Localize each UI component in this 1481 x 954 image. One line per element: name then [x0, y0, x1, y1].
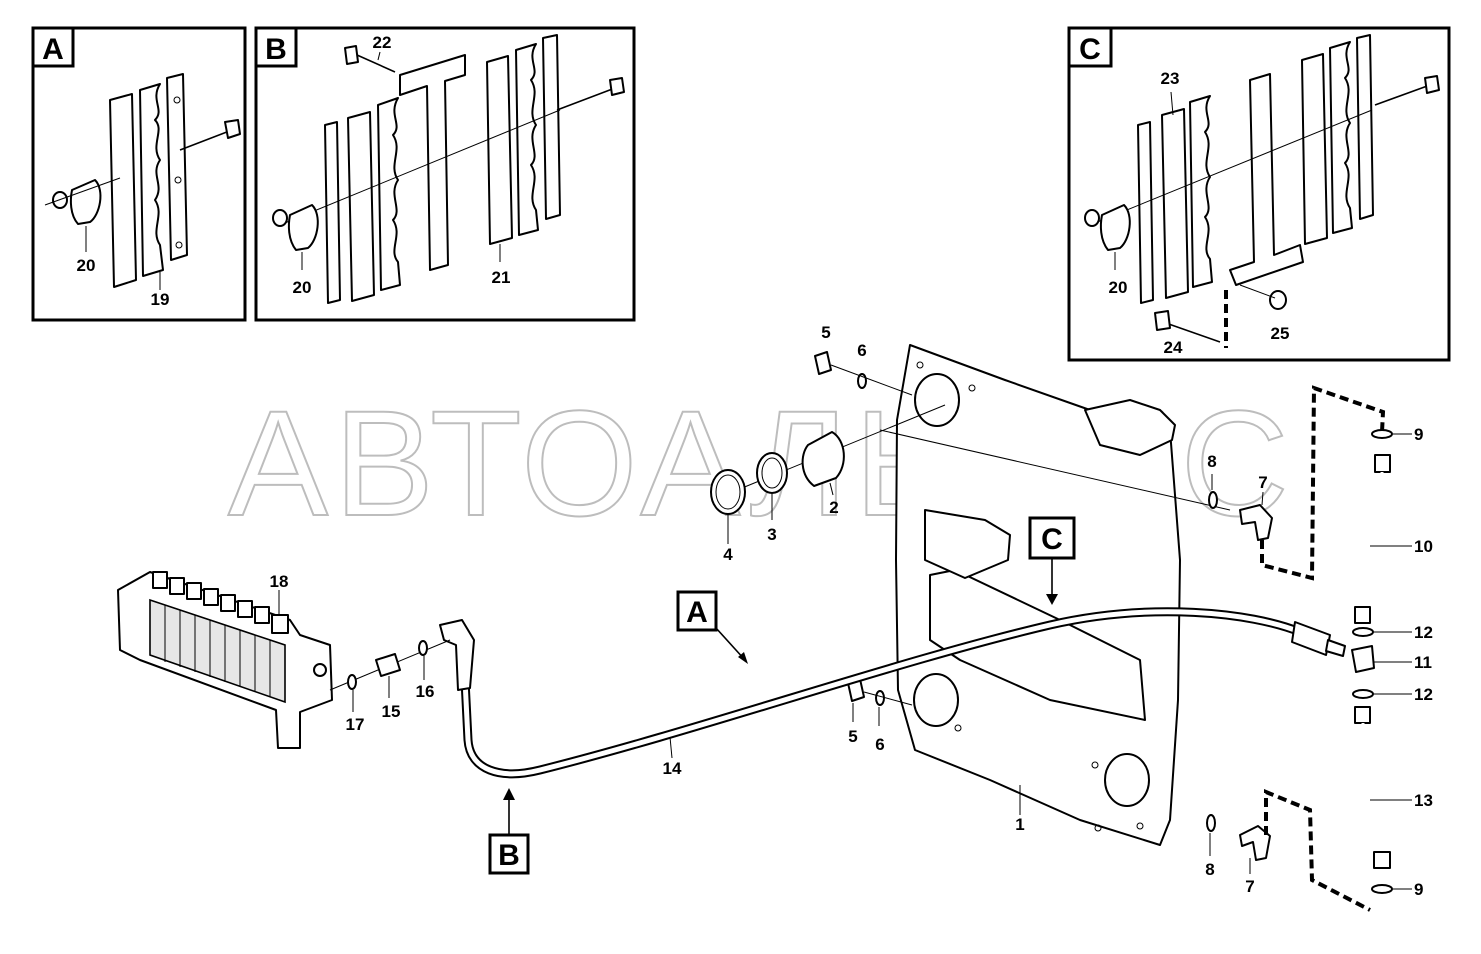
label-21: 21	[492, 268, 511, 287]
callout-a: A	[676, 590, 748, 664]
view-a-letter: A	[42, 33, 64, 66]
label-part-10: 10	[1414, 537, 1433, 556]
label-20: 20	[77, 256, 96, 275]
hose-14	[439, 607, 1346, 779]
callout-b: B	[488, 788, 530, 875]
fittings-5-6-bottom	[847, 678, 913, 726]
fittings-5-6-top	[814, 351, 913, 396]
label-part-4: 4	[723, 545, 733, 564]
view-c-letter: C	[1079, 33, 1101, 66]
detail-view-a: A 20 19	[31, 26, 247, 322]
detail-view-b: B 22 20 21	[254, 26, 636, 322]
callout-c: C	[1028, 516, 1076, 605]
label-part-5-top: 5	[821, 323, 830, 342]
label-19: 19	[151, 290, 170, 309]
label-22: 22	[373, 33, 392, 52]
label-part-1: 1	[1015, 815, 1024, 834]
svg-text:A: A	[686, 596, 708, 629]
leader-top-fitting	[879, 429, 1231, 511]
part-labels: 1 2 3 4 5 6 5 6 7 8 7 8 9 9 10 11 12 12 …	[270, 323, 1433, 899]
svg-text:C: C	[1041, 523, 1063, 556]
label-part-8-bottom: 8	[1205, 860, 1214, 879]
detail-view-c: C 23 20 24 25	[1067, 26, 1451, 362]
fitting-7-8-bottom	[1206, 789, 1371, 912]
label-part-18: 18	[270, 572, 289, 591]
label-part-8-top: 8	[1207, 452, 1216, 471]
label-part-2: 2	[829, 498, 838, 517]
label-part-6-top: 6	[857, 341, 866, 360]
label-part-12-top: 12	[1414, 623, 1433, 642]
label-part-7-top: 7	[1258, 473, 1267, 492]
label-part-16: 16	[416, 682, 435, 701]
label-part-9-top: 9	[1414, 425, 1423, 444]
label-20c: 20	[1109, 278, 1128, 297]
label-part-13: 13	[1414, 791, 1433, 810]
label-part-12-bottom: 12	[1414, 685, 1433, 704]
main-frame	[895, 344, 1181, 846]
tube-assembly	[1260, 385, 1412, 894]
label-part-9-bottom: 9	[1414, 880, 1423, 899]
label-20b: 20	[293, 278, 312, 297]
label-part-6-bottom: 6	[875, 735, 884, 754]
label-part-5-bottom: 5	[848, 727, 857, 746]
label-part-17: 17	[346, 715, 365, 734]
view-b-letter: B	[265, 33, 287, 66]
label-part-15: 15	[382, 702, 401, 721]
label-24: 24	[1164, 338, 1183, 357]
plug-assembly	[710, 404, 946, 544]
label-25: 25	[1271, 324, 1290, 343]
fittings-15-16-17	[329, 639, 451, 712]
fitting-7-8-top	[1208, 474, 1273, 541]
svg-text:B: B	[498, 839, 520, 872]
label-23: 23	[1161, 69, 1180, 88]
label-part-11: 11	[1414, 653, 1432, 672]
label-part-3: 3	[767, 525, 776, 544]
control-valve	[117, 571, 333, 749]
label-part-7-bottom: 7	[1245, 877, 1254, 896]
label-part-14: 14	[663, 759, 682, 778]
